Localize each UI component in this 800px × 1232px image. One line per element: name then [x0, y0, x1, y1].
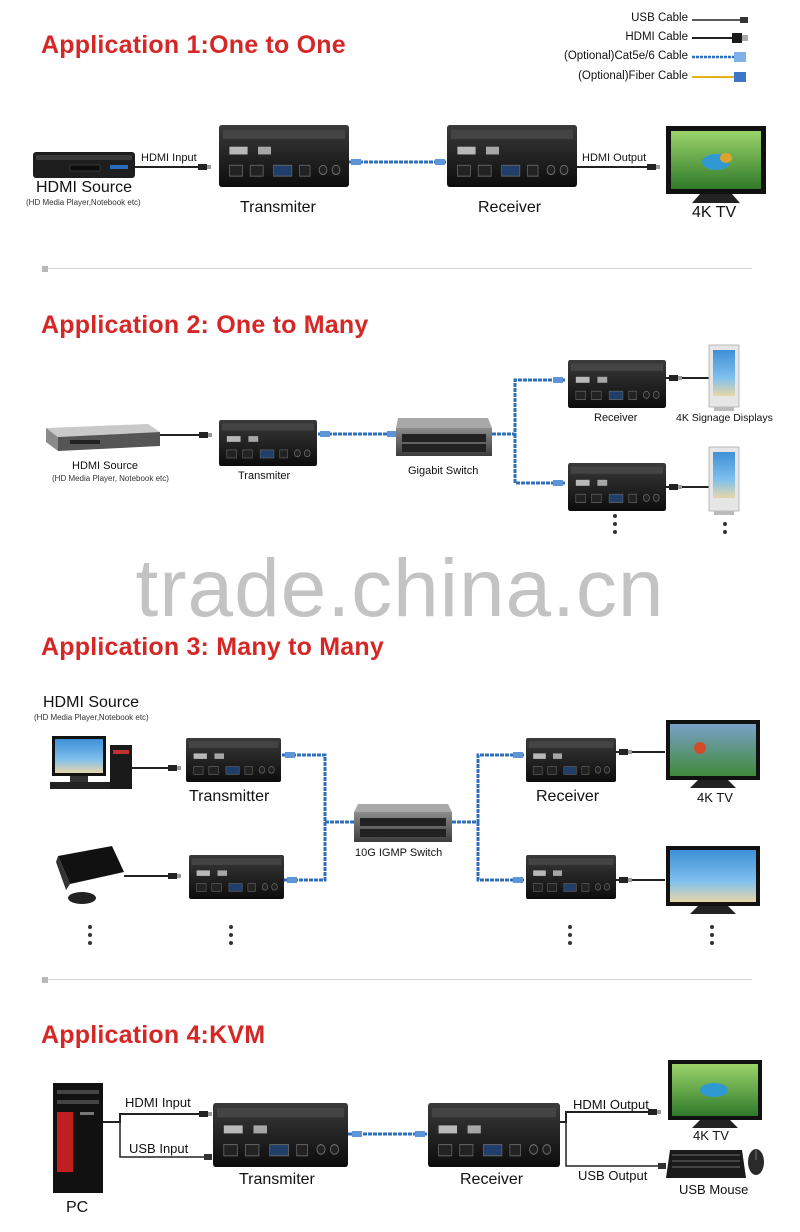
app1-hdmi-input-label: HDMI Input — [141, 152, 197, 164]
app2-receiver-device-1 — [567, 359, 667, 409]
app4-diagram — [53, 1060, 764, 1193]
app4-usb-input-label: USB Input — [129, 1141, 189, 1156]
app1-transmitter-device — [218, 124, 350, 188]
app3-source-label: HDMI Source — [43, 694, 140, 711]
app2-receiver-label: Receiver — [594, 412, 638, 424]
app3-igmp-switch — [354, 804, 452, 842]
legend-usb-line — [692, 17, 748, 23]
legend-cat-label: (Optional)Cat5e/6 Cable — [563, 50, 688, 62]
app3-receiver-device-2 — [525, 854, 617, 900]
app4-transmitter-label: Transmiter — [239, 1171, 315, 1188]
more-tvs-dots — [709, 925, 715, 949]
app1-title: Application 1:One to One — [41, 31, 346, 59]
app4-pc-label: PC — [66, 1199, 89, 1216]
app3-game-console — [56, 846, 124, 904]
more-receivers-dots — [612, 514, 618, 538]
app3-diagram — [50, 720, 760, 914]
more-sources-dots — [87, 925, 93, 949]
more-transmitters-dots — [228, 925, 234, 949]
app3-receiver-device-1 — [525, 737, 617, 783]
app1-tv-label: 4K TV — [692, 204, 737, 221]
app1-receiver-label: Receiver — [478, 199, 542, 216]
legend-cat-line — [692, 52, 746, 62]
app4-hdmi-output-label: HDMI Output — [573, 1097, 649, 1112]
app4-tv-label: 4K TV — [693, 1128, 729, 1143]
app1-source-note: (HD Media Player,Notebook etc) — [26, 198, 141, 207]
app1-source-label: HDMI Source — [36, 179, 133, 196]
app2-transmitter-label: Transmiter — [238, 470, 291, 482]
app4-transmitter-device — [212, 1102, 349, 1168]
app1-transmitter-label: Transmiter — [240, 199, 316, 216]
app3-receiver-label: Receiver — [536, 788, 600, 805]
app2-media-player — [46, 424, 160, 451]
app2-signage-display-1 — [708, 344, 740, 411]
app2-signage-display-2 — [708, 446, 740, 515]
app2-transmitter-device — [218, 419, 318, 467]
app3-switch-label: 10G IGMP Switch — [355, 847, 443, 859]
app4-receiver-label: Receiver — [460, 1171, 524, 1188]
legend-hdmi-line — [692, 33, 748, 43]
app4-title: Application 4:KVM — [41, 1021, 266, 1049]
app3-source-note: (HD Media Player,Notebook etc) — [34, 713, 149, 722]
app1-hdmi-output-label: HDMI Output — [582, 152, 647, 164]
app4-usb-output-label: USB Output — [578, 1168, 648, 1183]
app3-transmitter-label: Transmitter — [189, 788, 270, 805]
app1-tv — [666, 126, 766, 203]
more-receivers-dots-app3 — [567, 925, 573, 949]
app2-source-note: (HD Media Player, Notebook etc) — [52, 474, 169, 483]
app3-tv-1 — [666, 720, 760, 788]
app4-tv — [668, 1060, 762, 1128]
app3-title: Application 3: Many to Many — [41, 633, 384, 661]
more-displays-dots — [722, 522, 728, 538]
separator-dot-1 — [42, 266, 48, 272]
app1-media-player — [33, 152, 135, 178]
app2-title: Application 2: One to Many — [41, 311, 369, 339]
app2-receiver-device-2 — [567, 462, 667, 512]
watermark: trade.china.cn — [135, 543, 665, 634]
app2-switch-label: Gigabit Switch — [408, 465, 479, 477]
separator-dot-2 — [42, 977, 48, 983]
legend-fiber-line — [692, 72, 746, 82]
app4-hdmi-input-label: HDMI Input — [125, 1095, 191, 1110]
app1-receiver-device — [446, 124, 578, 188]
app3-transmitter-device-2 — [188, 854, 285, 900]
app3-pc — [50, 736, 132, 789]
app3-tv-label: 4K TV — [697, 790, 733, 805]
app2-gigabit-switch — [396, 418, 492, 456]
app2-source-label: HDMI Source — [72, 460, 139, 472]
legend-hdmi-label: HDMI Cable — [625, 31, 688, 43]
legend-fiber-label: (Optional)Fiber Cable — [578, 70, 688, 82]
app2-diagram — [46, 344, 740, 515]
app3-transmitter-device-1 — [185, 737, 282, 783]
app2-displays-label: 4K Signage Displays — [676, 412, 773, 424]
legend-usb-label: USB Cable — [631, 12, 688, 24]
app4-pc-tower — [53, 1083, 103, 1193]
app3-tv-2 — [666, 846, 760, 914]
app1-diagram — [33, 124, 766, 203]
app4-mouse-label: USB Mouse — [679, 1182, 749, 1197]
app4-keyboard-mouse — [666, 1149, 764, 1178]
app4-receiver-device — [427, 1102, 561, 1168]
